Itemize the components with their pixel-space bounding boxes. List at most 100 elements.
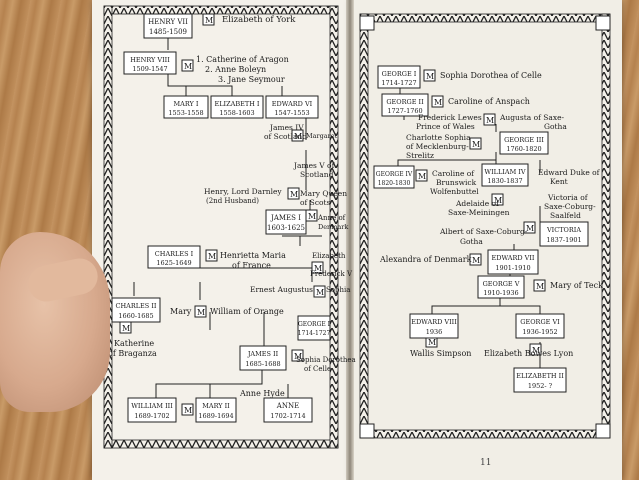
svg-text:M: M [536, 282, 544, 291]
label-frederick-v: Frederick V [310, 270, 353, 278]
label-albert-2: Gotha [460, 237, 483, 246]
svg-text:1936-1952: 1936-1952 [522, 328, 557, 336]
label-wife-3: 3. Jane Seymour [218, 75, 285, 84]
label-albert: Albert of Saxe-Coburg- [439, 227, 528, 236]
label-frederick-lewes-2: Prince of Wales [416, 122, 475, 131]
label-margaret: Margaret [306, 132, 338, 140]
label-anne-of-denmark-2: Denmark [318, 223, 348, 231]
svg-text:MARY II: MARY II [202, 402, 230, 410]
box-edward-vii: EDWARD VII 1901-1910 [488, 250, 538, 274]
svg-text:M: M [208, 252, 216, 261]
svg-text:GEORGE V: GEORGE V [483, 280, 520, 288]
svg-text:1689-1694: 1689-1694 [198, 412, 233, 420]
svg-text:1553-1558: 1553-1558 [168, 109, 203, 117]
label-katherine: Katherine [114, 339, 154, 348]
svg-text:ANNE: ANNE [276, 402, 299, 410]
label-victoria-of-saxe: Victoria of [547, 193, 589, 202]
svg-text:1830-1837: 1830-1837 [487, 177, 522, 185]
box-henry-vii: HENRY VII 1485-1509 [144, 14, 192, 38]
svg-text:M: M [197, 308, 205, 317]
svg-text:JAMES II: JAMES II [247, 350, 279, 358]
label-elizabeth-bowes-lyon: Elizabeth Bowes Lyon [484, 349, 573, 358]
box-george-iii: GEORGE III 1760-1820 [500, 132, 548, 154]
box-george-v: GEORGE V 1910-1936 [478, 276, 524, 298]
svg-text:1485-1509: 1485-1509 [149, 28, 187, 36]
svg-text:GEORGE VI: GEORGE VI [520, 318, 560, 326]
svg-text:1936: 1936 [426, 328, 443, 336]
svg-text:1660-1685: 1660-1685 [118, 312, 153, 320]
label-henrietta-maria: Henrietta Maria [220, 251, 286, 260]
label-wife-2: 2. Anne Boleyn [205, 65, 266, 74]
svg-text:1820-1830: 1820-1830 [378, 180, 411, 187]
svg-text:1689-1702: 1689-1702 [134, 412, 169, 420]
label-james-iv-2: of Scotland [264, 132, 307, 141]
svg-text:EDWARD VII: EDWARD VII [491, 254, 534, 262]
svg-text:M: M [122, 324, 130, 333]
box-william-iv: WILLIAM IV 1830-1837 [482, 164, 528, 186]
svg-text:1910-1936: 1910-1936 [483, 289, 518, 297]
svg-text:ELIZABETH II: ELIZABETH II [516, 372, 564, 380]
svg-text:M: M [434, 98, 442, 107]
svg-text:CHARLES I: CHARLES I [155, 250, 194, 258]
svg-text:EDWARD VIII: EDWARD VIII [411, 318, 457, 326]
page-number: 11 [480, 458, 491, 468]
box-william-iii: WILLIAM III 1689-1702 [128, 398, 176, 422]
label-elizabeth: Elizabeth [312, 252, 346, 260]
box-george-i-right: GEORGE I 1714-1727 [378, 66, 420, 88]
svg-text:1837-1901: 1837-1901 [546, 236, 581, 244]
box-george-iv: GEORGE IV 1820-1830 [374, 166, 414, 188]
label-sophia-dorothea-of-celle: Sophia Dorothea of Celle [440, 71, 542, 80]
svg-text:WILLIAM III: WILLIAM III [131, 402, 173, 410]
box-henry-viii: HENRY VIII 1509-1547 [124, 52, 176, 74]
svg-text:M: M [290, 190, 298, 199]
label-sophia-dorothea: Sophia Dorothea [296, 356, 356, 364]
box-elizabeth-i: ELIZABETH I 1558-1603 [211, 96, 263, 118]
label-anne-of-denmark: Anne of [317, 214, 347, 222]
label-charlotte-sophia: Charlotte Sophia [406, 133, 471, 142]
svg-text:M: M [184, 406, 192, 415]
label-mary-queen-of-scots: Mary Queen [300, 189, 347, 198]
svg-text:ELIZABETH I: ELIZABETH I [215, 100, 260, 108]
label-ernest-augustus: Ernest Augustus [250, 285, 313, 294]
svg-text:1685-1688: 1685-1688 [245, 360, 280, 368]
svg-text:GEORGE III: GEORGE III [504, 136, 544, 144]
box-james-i: JAMES I 1603-1625 [266, 210, 306, 234]
svg-text:1603-1625: 1603-1625 [267, 224, 305, 232]
svg-text:WILLIAM IV: WILLIAM IV [484, 168, 525, 176]
svg-text:M: M [184, 62, 192, 71]
svg-text:1625-1649: 1625-1649 [156, 259, 191, 267]
svg-text:1509-1547: 1509-1547 [132, 65, 167, 73]
svg-text:GEORGE I: GEORGE I [298, 321, 331, 328]
label-adelaide-2: Saxe-Meiningen [448, 208, 510, 217]
svg-text:1702-1714: 1702-1714 [270, 412, 305, 420]
label-caroline-of-anspach: Caroline of Anspach [448, 97, 530, 106]
svg-text:M: M [418, 172, 426, 181]
label-henrietta-maria-2: of France [232, 261, 271, 270]
label-victoria-of-saxe-3: Saalfeld [550, 211, 581, 220]
label-james-v: James V of [293, 161, 336, 170]
label-james-iv: James IV [269, 123, 304, 132]
label-william-of-orange: William of Orange [210, 307, 284, 316]
box-victoria: VICTORIA 1837-1901 [540, 222, 588, 246]
label-sophia: Sophia [326, 286, 350, 294]
box-mary-ii: MARY II 1689-1694 [196, 398, 236, 422]
svg-text:1714-1727: 1714-1727 [298, 330, 331, 337]
label-james-v-2: Scotland [300, 170, 334, 179]
box-charles-ii: CHARLES II 1660-1685 [112, 298, 160, 322]
label-anne-hyde: Anne Hyde [239, 389, 285, 398]
svg-text:M: M [308, 212, 316, 221]
svg-text:1558-1603: 1558-1603 [219, 109, 254, 117]
svg-text:CHARLES II: CHARLES II [116, 302, 157, 310]
label-sophia-dorothea-2: of Celle [304, 365, 331, 373]
label-edward-duke-of-kent-2: Kent [550, 177, 568, 186]
svg-text:M: M [316, 288, 324, 297]
label-wife-1: 1. Catherine of Aragon [196, 55, 289, 64]
box-charles-i: CHARLES I 1625-1649 [148, 246, 200, 268]
label-augusta-2: Gotha [544, 122, 567, 131]
svg-text:HENRY VIII: HENRY VIII [130, 56, 170, 64]
svg-text:1760-1820: 1760-1820 [506, 145, 541, 153]
svg-text:M: M [428, 338, 436, 347]
label-elizabeth-of-york: Elizabeth of York [222, 15, 296, 25]
svg-text:JAMES I: JAMES I [270, 214, 301, 222]
